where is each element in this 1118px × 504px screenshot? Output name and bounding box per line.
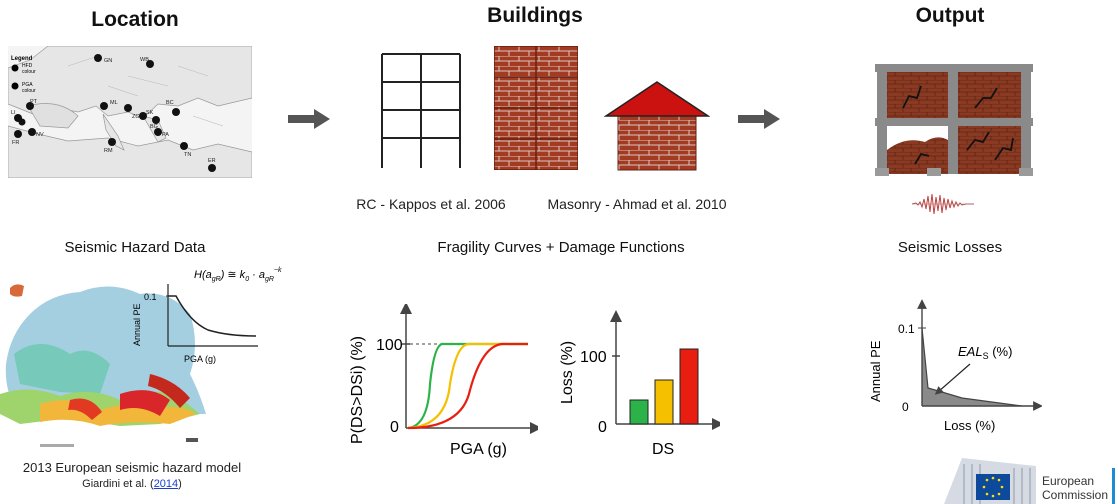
fragility-ylabel: P(DS>DSi) (%) bbox=[349, 336, 366, 444]
map-legend-item: HFD bbox=[22, 63, 33, 69]
masonry-tall-building-icon bbox=[494, 46, 578, 170]
map-legend-item: colour bbox=[22, 69, 36, 75]
damaged-building-icon bbox=[875, 64, 1033, 176]
citation-link[interactable]: 2014 bbox=[153, 478, 179, 490]
eal-annotation: EALS (%) bbox=[958, 344, 1012, 361]
section-hazard-title: Seismic Hazard Data bbox=[64, 239, 206, 256]
hazard-formula: H(agR) ≅ k0 · agR−k bbox=[194, 267, 282, 283]
rc-caption: RC - Kappos et al. 2006 bbox=[356, 196, 506, 212]
loss-bar-ds2 bbox=[654, 379, 674, 425]
logo-text-line2: Commission bbox=[1042, 488, 1109, 502]
hazard-ylabel: Annual PE bbox=[132, 303, 142, 346]
loss-ytick-bottom: 0 bbox=[598, 419, 607, 436]
map-site-label: RM bbox=[104, 148, 113, 154]
fragility-ytick-top: 100 bbox=[376, 337, 403, 354]
map-site-label: FR bbox=[12, 140, 19, 146]
map-site-label: PT bbox=[30, 99, 38, 105]
loss-ylabel: Loss (%) bbox=[559, 341, 576, 404]
location-map: Legend HFD colour PGA colour GN WB PT ML… bbox=[8, 46, 252, 178]
losses-ylabel: Annual PE bbox=[868, 340, 883, 402]
map-site-label: TN bbox=[184, 152, 191, 158]
loss-bar-ds1 bbox=[629, 399, 649, 425]
hazard-caption-line1: 2013 European seismic hazard model bbox=[22, 460, 242, 475]
section-fragility-title: Fragility Curves + Damage Functions bbox=[437, 239, 685, 256]
section-losses-title: Seismic Losses bbox=[897, 239, 1003, 256]
arrow-right-icon bbox=[288, 109, 330, 129]
european-commission-logo: European Commission bbox=[944, 458, 1118, 504]
fragility-xlabel: PGA (g) bbox=[450, 441, 507, 458]
losses-ytick-bottom: 0 bbox=[902, 400, 909, 414]
loss-ytick-top: 100 bbox=[580, 349, 607, 366]
fragility-curves-plot: 100 0 PGA (g) P(DS>DSi) (%) bbox=[349, 304, 538, 458]
loss-xlabel: DS bbox=[652, 441, 674, 458]
seismic-losses-plot: 0.1 0 EALS (%) Loss (%) Annual PE bbox=[868, 299, 1042, 433]
logo-divider bbox=[1112, 468, 1115, 504]
hazard-xlabel: PGA (g) bbox=[184, 354, 216, 364]
hazard-ytick: 0.1 bbox=[144, 292, 157, 302]
fragility-ytick-bottom: 0 bbox=[390, 419, 399, 436]
map-site-label: WB bbox=[140, 57, 149, 63]
logo-text-line1: European bbox=[1042, 474, 1095, 488]
map-site-label: ML bbox=[110, 100, 118, 106]
losses-ytick-top: 0.1 bbox=[898, 322, 915, 336]
loss-bar-plot: 100 0 DS Loss (%) bbox=[559, 310, 720, 458]
europe-hazard-map bbox=[0, 284, 207, 447]
rc-frame-building-icon bbox=[381, 53, 461, 168]
hazard-caption-line2: Giardini et al. (2014) bbox=[82, 478, 182, 490]
map-legend-title: Legend bbox=[11, 56, 33, 62]
map-site-label: ZG bbox=[132, 114, 140, 120]
losses-xlabel: Loss (%) bbox=[944, 418, 995, 433]
map-legend-item: PGA bbox=[22, 82, 33, 88]
map-site-label: BC bbox=[166, 100, 174, 106]
masonry-caption: Masonry - Ahmad et al. 2010 bbox=[547, 196, 727, 212]
arrow-right-icon bbox=[738, 109, 780, 129]
seismogram-icon bbox=[912, 193, 974, 215]
header-output: Output bbox=[915, 4, 985, 27]
header-location: Location bbox=[91, 8, 179, 31]
map-site-label: GN bbox=[104, 58, 112, 64]
eu-building-icon bbox=[944, 458, 1036, 504]
hazard-curve-plot: H(agR) ≅ k0 · agR−k 0.1 PGA (g) Annual P… bbox=[132, 267, 282, 364]
loss-bar-ds3 bbox=[679, 348, 699, 425]
map-site-label: LI bbox=[11, 110, 16, 116]
map-legend-item: colour bbox=[22, 88, 36, 94]
map-site-label: PA bbox=[162, 132, 169, 138]
map-site-label: BG bbox=[150, 124, 158, 130]
map-site-label: NV bbox=[36, 132, 44, 138]
map-site-label: SK bbox=[146, 110, 154, 116]
masonry-house-icon bbox=[604, 81, 710, 171]
map-site-label: ER bbox=[208, 158, 216, 164]
header-buildings: Buildings bbox=[487, 4, 583, 27]
